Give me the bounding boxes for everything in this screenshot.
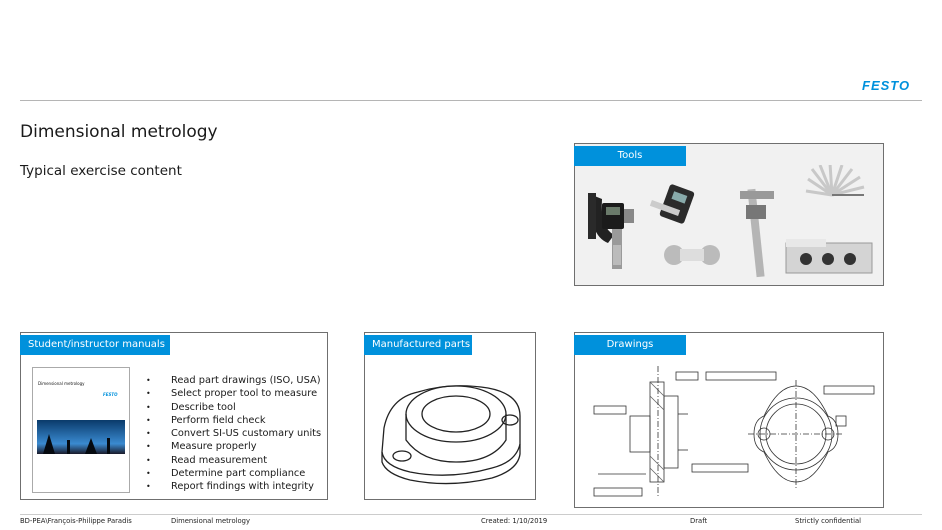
manual-cover-photo xyxy=(37,420,125,454)
parts-label: Manufactured parts xyxy=(364,335,472,355)
list-item: Select proper tool to measure xyxy=(144,387,321,401)
list-item: Convert SI-US customary units xyxy=(144,427,321,441)
footer-topic: Dimensional metrology xyxy=(171,517,250,525)
page-title: Dimensional metrology xyxy=(20,122,218,142)
footer-confidentiality: Strictly confidential xyxy=(795,517,862,525)
tools-label: Tools xyxy=(574,146,686,166)
footer-divider xyxy=(20,514,922,515)
drawings-panel xyxy=(574,332,884,508)
drawings-label: Drawings xyxy=(574,335,686,355)
technical-drawing xyxy=(593,366,875,497)
manual-cover-title: Dimensional metrology xyxy=(38,381,85,386)
list-item: Report findings with integrity xyxy=(144,480,321,494)
exercise-content-list: Read part drawings (ISO, USA) Select pro… xyxy=(144,374,321,494)
depth-gauge-image xyxy=(649,184,720,265)
manuals-label: Student/instructor manuals xyxy=(20,335,170,355)
micrometer-image xyxy=(588,193,634,269)
list-item: Read part drawings (ISO, USA) xyxy=(144,374,321,388)
manual-cover-logo: FESTO xyxy=(103,392,118,397)
footer-author: BD-PEA\François-Philippe Paradis xyxy=(20,517,132,525)
footer-created: Created: 1/10/2019 xyxy=(481,517,548,525)
list-item: Read measurement xyxy=(144,454,321,468)
list-item: Perform field check xyxy=(144,414,321,428)
feeler-gauge-image xyxy=(805,165,865,197)
footer-status: Draft xyxy=(690,517,708,525)
valve-block-image xyxy=(785,239,873,274)
header-divider xyxy=(20,100,922,101)
tools-illustration xyxy=(588,165,873,278)
manual-cover: Dimensional metrology FESTO xyxy=(32,367,130,493)
list-item: Measure properly xyxy=(144,440,321,454)
list-item: Describe tool xyxy=(144,401,321,415)
page-subtitle: Typical exercise content xyxy=(20,163,182,179)
flange-part-drawing xyxy=(381,385,521,485)
caliper-image xyxy=(740,188,774,278)
festo-logo: FESTO xyxy=(862,78,911,93)
list-item: Determine part compliance xyxy=(144,467,321,481)
